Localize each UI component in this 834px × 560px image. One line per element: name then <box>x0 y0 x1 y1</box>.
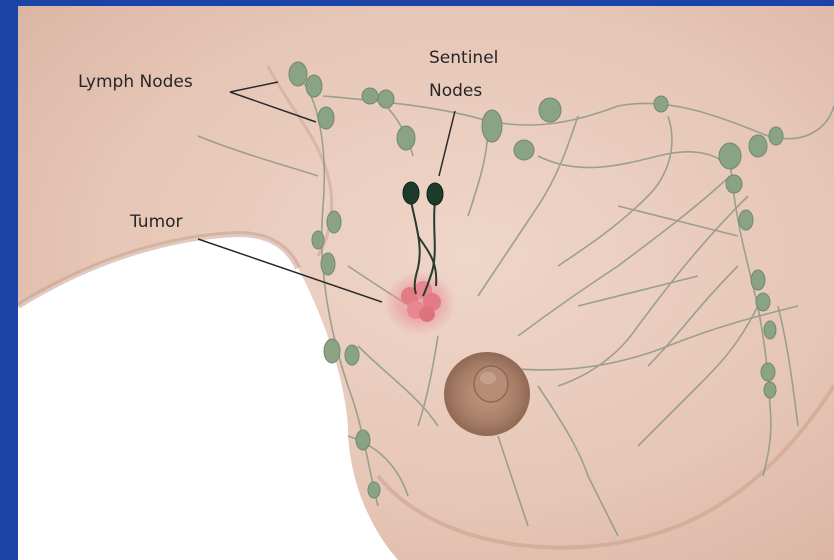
tumor-label: Tumor <box>130 210 183 234</box>
nipple <box>444 352 530 436</box>
tumor <box>384 271 456 335</box>
lymph-nodes-label: Lymph Nodes <box>78 70 193 94</box>
sentinel-nodes-label-line1: Sentinel <box>429 46 498 70</box>
illustration-panel: Lymph Nodes Sentinel Nodes Tumor <box>18 6 834 560</box>
sentinel-nodes-label-line2: Nodes <box>429 79 482 103</box>
